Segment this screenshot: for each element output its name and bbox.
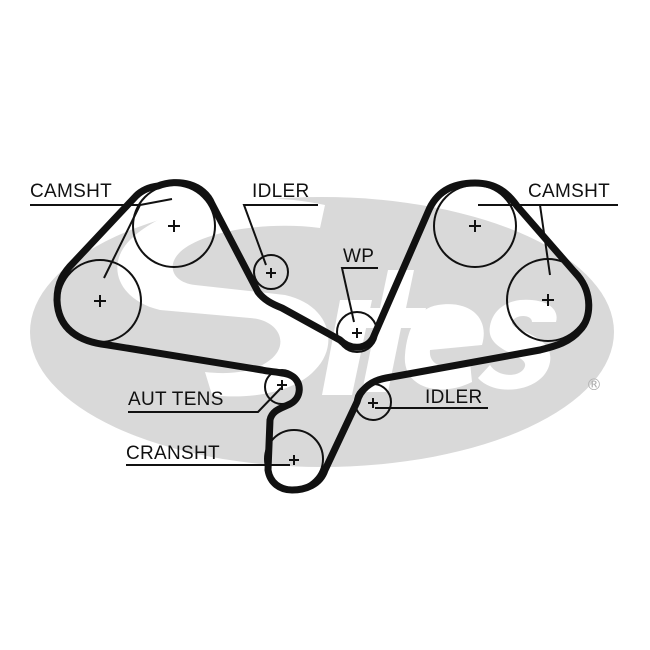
registered-mark: ® [586, 375, 602, 394]
label-auto-tensioner: AUT TENS [128, 389, 224, 410]
leader-water-pump [340, 267, 378, 323]
idler-top-pulley [253, 254, 289, 290]
label-crankshaft: CRANSHT [126, 443, 220, 464]
timing-belt [53, 179, 593, 494]
label-idler-bottom: IDLER [425, 387, 482, 408]
leader-lines [30, 198, 618, 466]
label-idler-top: IDLER [252, 181, 309, 202]
pulley-centre-marks [94, 220, 554, 465]
label-camshaft-right: CAMSHT [528, 181, 610, 202]
label-camshaft-left: CAMSHT [30, 181, 112, 202]
leader-auto-tensioner [128, 387, 282, 413]
leader-camshaft-left [30, 198, 173, 279]
label-water-pump: WP [343, 246, 374, 267]
leader-idler-top [242, 204, 318, 266]
leader-camshaft-right [478, 204, 618, 276]
